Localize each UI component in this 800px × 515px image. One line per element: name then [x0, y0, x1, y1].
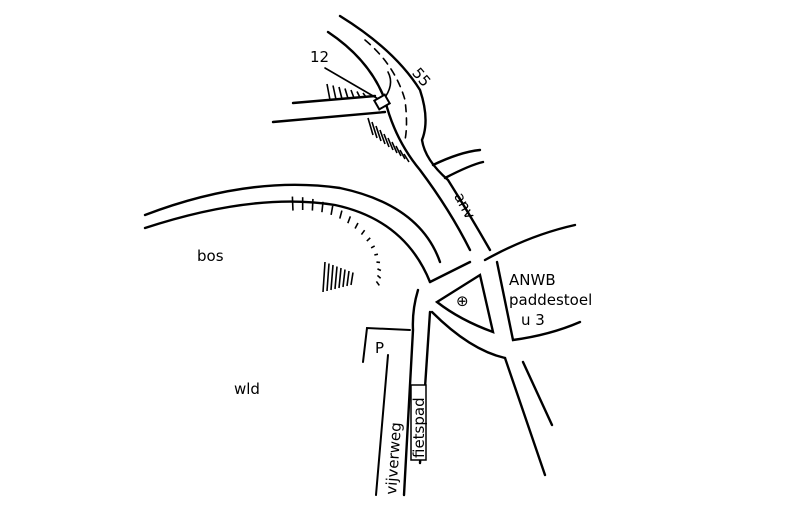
hatch-line — [371, 121, 378, 139]
hatch-line — [311, 198, 314, 211]
hatch-line — [356, 91, 361, 98]
hatch-line — [332, 85, 337, 100]
game-label: wld — [234, 380, 260, 398]
road-55-center-dashes — [364, 39, 408, 141]
anwb-label: ANWB — [509, 271, 556, 289]
hatch-line — [370, 245, 376, 249]
hatch-line — [350, 89, 355, 99]
hatch-line — [366, 237, 371, 242]
hatch-line — [350, 272, 354, 286]
branch-road-bottom — [443, 160, 485, 180]
hatch-line — [326, 83, 331, 101]
road-anv-label: anv — [450, 189, 479, 222]
junction-left-edge — [428, 260, 472, 284]
hatch-line — [338, 86, 343, 100]
pointer-line-12 — [324, 67, 381, 101]
road-55-left-edge — [326, 30, 472, 252]
lower-right-road-left — [503, 356, 547, 477]
paddestoel-marker-icon: ⊕ — [456, 292, 469, 310]
branch-road-top — [431, 148, 482, 167]
hatch-line — [339, 210, 343, 219]
curve-road-outer — [143, 183, 442, 264]
island-triangle — [434, 273, 495, 334]
slope-hatching — [291, 83, 410, 293]
road-55-right-edge — [338, 14, 492, 252]
hatch-line — [330, 264, 334, 291]
vijverweg-line — [375, 354, 389, 496]
hatch-line — [383, 133, 390, 148]
hatch-line — [330, 205, 334, 216]
hatch-line — [403, 153, 410, 163]
hatch-line — [391, 141, 398, 154]
hatch-line — [326, 263, 330, 292]
hatch-line — [375, 125, 382, 142]
hatch-line — [338, 267, 342, 289]
cycle-path-label: fietspad — [410, 397, 428, 458]
paddestoel-code-label: u 3 — [521, 311, 545, 329]
hatch-line — [376, 274, 382, 279]
building-icon — [372, 93, 392, 111]
right-road-top — [483, 223, 577, 262]
hatch-line — [379, 129, 386, 145]
paddestoel-label: paddestoel — [509, 291, 592, 309]
parking-label: P — [375, 339, 384, 357]
lower-curve-top — [430, 310, 507, 360]
right-road-left-edge — [495, 260, 582, 342]
forest-label: bos — [197, 247, 224, 265]
point-number-label: 12 — [310, 48, 329, 66]
hatch-line — [367, 117, 374, 136]
hatch-line — [395, 145, 402, 157]
lower-right-road-right — [521, 360, 554, 427]
hatch-line — [399, 149, 406, 160]
street-label: vijverweg — [382, 422, 405, 496]
hatch-line — [321, 201, 324, 213]
hatch-line — [347, 216, 352, 224]
hatch-line — [344, 88, 349, 99]
side-road-top — [291, 94, 377, 105]
curve-road-inner — [143, 200, 432, 284]
hatch-line — [354, 222, 359, 229]
side-road-bottom — [271, 110, 387, 124]
hatch-line — [322, 261, 326, 293]
fietspad-label-box — [410, 384, 427, 461]
hatch-line — [334, 266, 338, 290]
hatch-line — [346, 270, 350, 287]
hatch-line — [360, 229, 366, 236]
fietspad-left-edge — [402, 288, 420, 497]
hatch-line — [291, 196, 294, 211]
hatch-line — [342, 269, 346, 288]
hatch-line — [375, 280, 380, 286]
road-number-label: 55 — [408, 64, 434, 90]
hatch-line — [377, 268, 382, 272]
hatch-line — [374, 253, 379, 256]
hatch-line — [387, 137, 394, 151]
hatch-line — [362, 92, 367, 98]
parking-boundary — [362, 326, 411, 363]
